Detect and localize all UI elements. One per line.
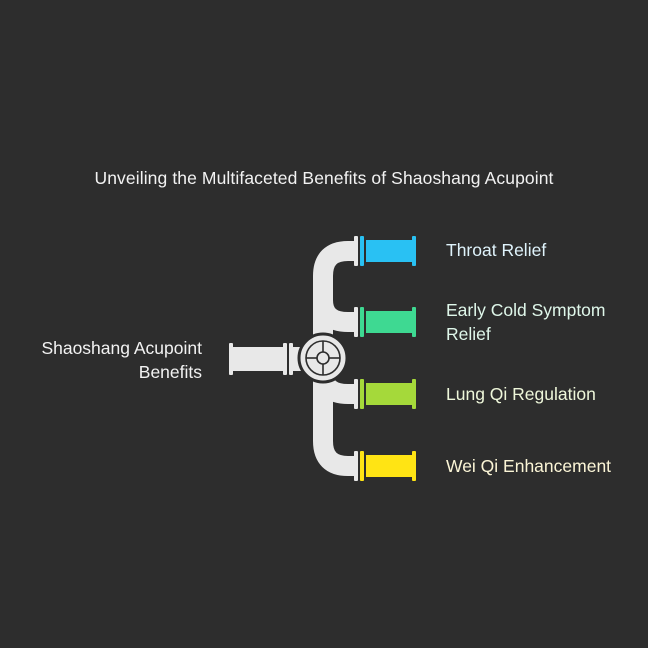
- branch-pipe-2: [354, 307, 416, 337]
- pipe-flange: [412, 451, 416, 481]
- pipe-segment: [366, 383, 412, 405]
- branch-label-line1: Lung Qi Regulation: [446, 384, 596, 404]
- pipe-flange: [354, 379, 358, 409]
- source-label-line2: Benefits: [138, 362, 202, 382]
- pipe-segment: [366, 311, 412, 333]
- pipe-flange: [354, 307, 358, 337]
- pipe-segment: [366, 455, 412, 477]
- branch-pipe-4: [354, 451, 416, 481]
- input-pipe: [229, 343, 307, 375]
- branch-pipes: [354, 236, 416, 481]
- pipe-flange: [360, 307, 364, 337]
- pipe-flange: [412, 379, 416, 409]
- branch-label-line1: Early Cold Symptom: [446, 300, 606, 320]
- source-label-line1: Shaoshang Acupoint: [41, 338, 202, 358]
- pipe-flange: [360, 451, 364, 481]
- pipe-flange: [354, 451, 358, 481]
- pipe-flange: [412, 236, 416, 266]
- branch-pipe-1: [354, 236, 416, 266]
- pipe-flange: [360, 379, 364, 409]
- pipe-segment: [366, 240, 412, 262]
- branch-label-lung-qi-regulation: Lung Qi Regulation: [446, 382, 646, 406]
- branch-label-line2: Relief: [446, 324, 491, 344]
- branch-label-throat-relief: Throat Relief: [446, 238, 646, 262]
- branch-pipe-3: [354, 379, 416, 409]
- branch-label-early-cold-symptom-relief: Early Cold Symptom Relief: [446, 298, 646, 346]
- pipe-flange: [354, 236, 358, 266]
- diagram-title: Unveiling the Multifaceted Benefits of S…: [94, 168, 554, 188]
- pipe-flange: [360, 236, 364, 266]
- branch-label-wei-qi-enhancement: Wei Qi Enhancement: [446, 454, 646, 478]
- source-label: Shaoshang Acupoint Benefits: [0, 336, 202, 384]
- branch-label-line1: Wei Qi Enhancement: [446, 456, 612, 476]
- valve-wheel-icon: [297, 332, 349, 384]
- pipe-flange: [412, 307, 416, 337]
- branch-label-line1: Throat Relief: [446, 240, 547, 260]
